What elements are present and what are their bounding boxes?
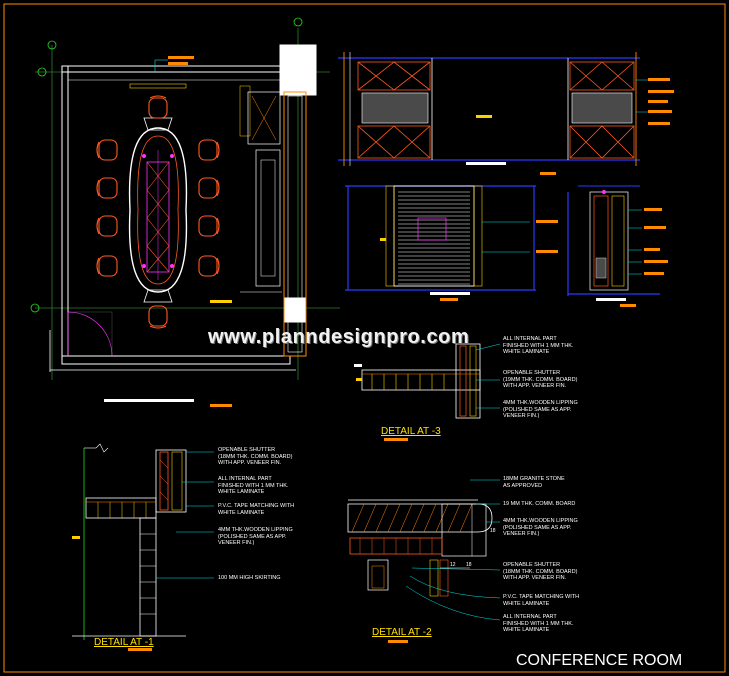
cable-outlet-icon: [170, 264, 174, 268]
detail-3-label-3: 4MM THK.WOODEN LIPPING (POLISHED SAME AS…: [503, 400, 578, 419]
grid-bubble-icon: [30, 303, 40, 313]
chairs: [96, 95, 220, 329]
chair-icon: [148, 305, 168, 329]
detail-2-label-5: P.V.C. TAPE MATCHING WITH WHITE LAMINATE: [503, 594, 580, 607]
chair-icon: [96, 139, 118, 161]
grid-bubble-icon: [47, 40, 57, 50]
elevation-upper: [338, 52, 674, 175]
detail-3-drawing: [354, 343, 501, 441]
section-right: [567, 185, 668, 307]
detail-2-dim-3: 18: [490, 528, 496, 534]
drawing-title: CONFERENCE ROOM: [516, 652, 683, 669]
detail-2-dim-1: 12: [450, 562, 456, 568]
detail-3-title: DETAIL AT -3: [381, 426, 441, 437]
section-marker-icon: [602, 190, 606, 194]
detail-2-label-1: 18MM GRANITE STONE AS APPROVED: [503, 476, 565, 489]
chair-icon: [96, 177, 118, 199]
cable-outlet-icon: [142, 264, 146, 268]
detail-1-label-2: ALL INTERNAL PART FINISHED WITH 1 MM THK…: [218, 476, 289, 495]
shutter-slats: [398, 191, 470, 285]
watermark: www.planndesignpro.com: [208, 326, 470, 348]
cable-outlet-icon: [170, 154, 174, 158]
elevation-middle: [345, 185, 558, 301]
detail-1-label-3: P.V.C. TAPE MATCHING WITH WHITE LAMINATE: [218, 503, 295, 516]
chair-icon: [96, 215, 118, 237]
detail-2-label-3: 4MM THK.WOODEN LIPPING (POLISHED SAME AS…: [503, 518, 578, 537]
chair-icon: [148, 95, 168, 119]
cable-outlet-icon: [142, 154, 146, 158]
floor-plan: [30, 17, 340, 407]
chair-icon: [198, 255, 220, 277]
detail-2-label-2: 19 MM THK. COMM. BOARD: [503, 501, 576, 507]
detail-1-label-4: 4MM THK.WOODEN LIPPING (POLISHED SAME AS…: [218, 527, 293, 546]
detail-2-drawing: [347, 479, 501, 643]
detail-1-drawing: [72, 443, 214, 651]
grid-bubble-icon: [293, 17, 303, 27]
detail-1-title: DETAIL AT -1: [94, 637, 154, 648]
chair-icon: [96, 255, 118, 277]
grid-bubble-icon: [37, 67, 47, 77]
detail-3-label-2: OPENABLE SHUTTER (19MM THK. COMM. BOARD)…: [503, 370, 578, 389]
chair-icon: [198, 215, 220, 237]
detail-2-label-4: OPENABLE SHUTTER (18MM THK. COMM. BOARD)…: [503, 562, 578, 581]
chair-icon: [198, 177, 220, 199]
conference-table: [128, 117, 188, 303]
detail-2-label-6: ALL INTERNAL PART FINISHED WITH 1 MM THK…: [503, 614, 574, 633]
detail-1-label-5: 100 MM HIGH SKIRTING: [218, 575, 281, 581]
detail-3-label-1: ALL INTERNAL PART FINISHED WITH 1 MM THK…: [503, 336, 574, 355]
chair-icon: [198, 139, 220, 161]
drawing-border: [3, 3, 726, 673]
detail-2-dim-2: 18: [466, 562, 472, 568]
detail-1-label-1: OPENABLE SHUTTER (18MM THK. COMM. BOARD)…: [218, 447, 293, 466]
detail-2-title: DETAIL AT -2: [372, 627, 432, 638]
